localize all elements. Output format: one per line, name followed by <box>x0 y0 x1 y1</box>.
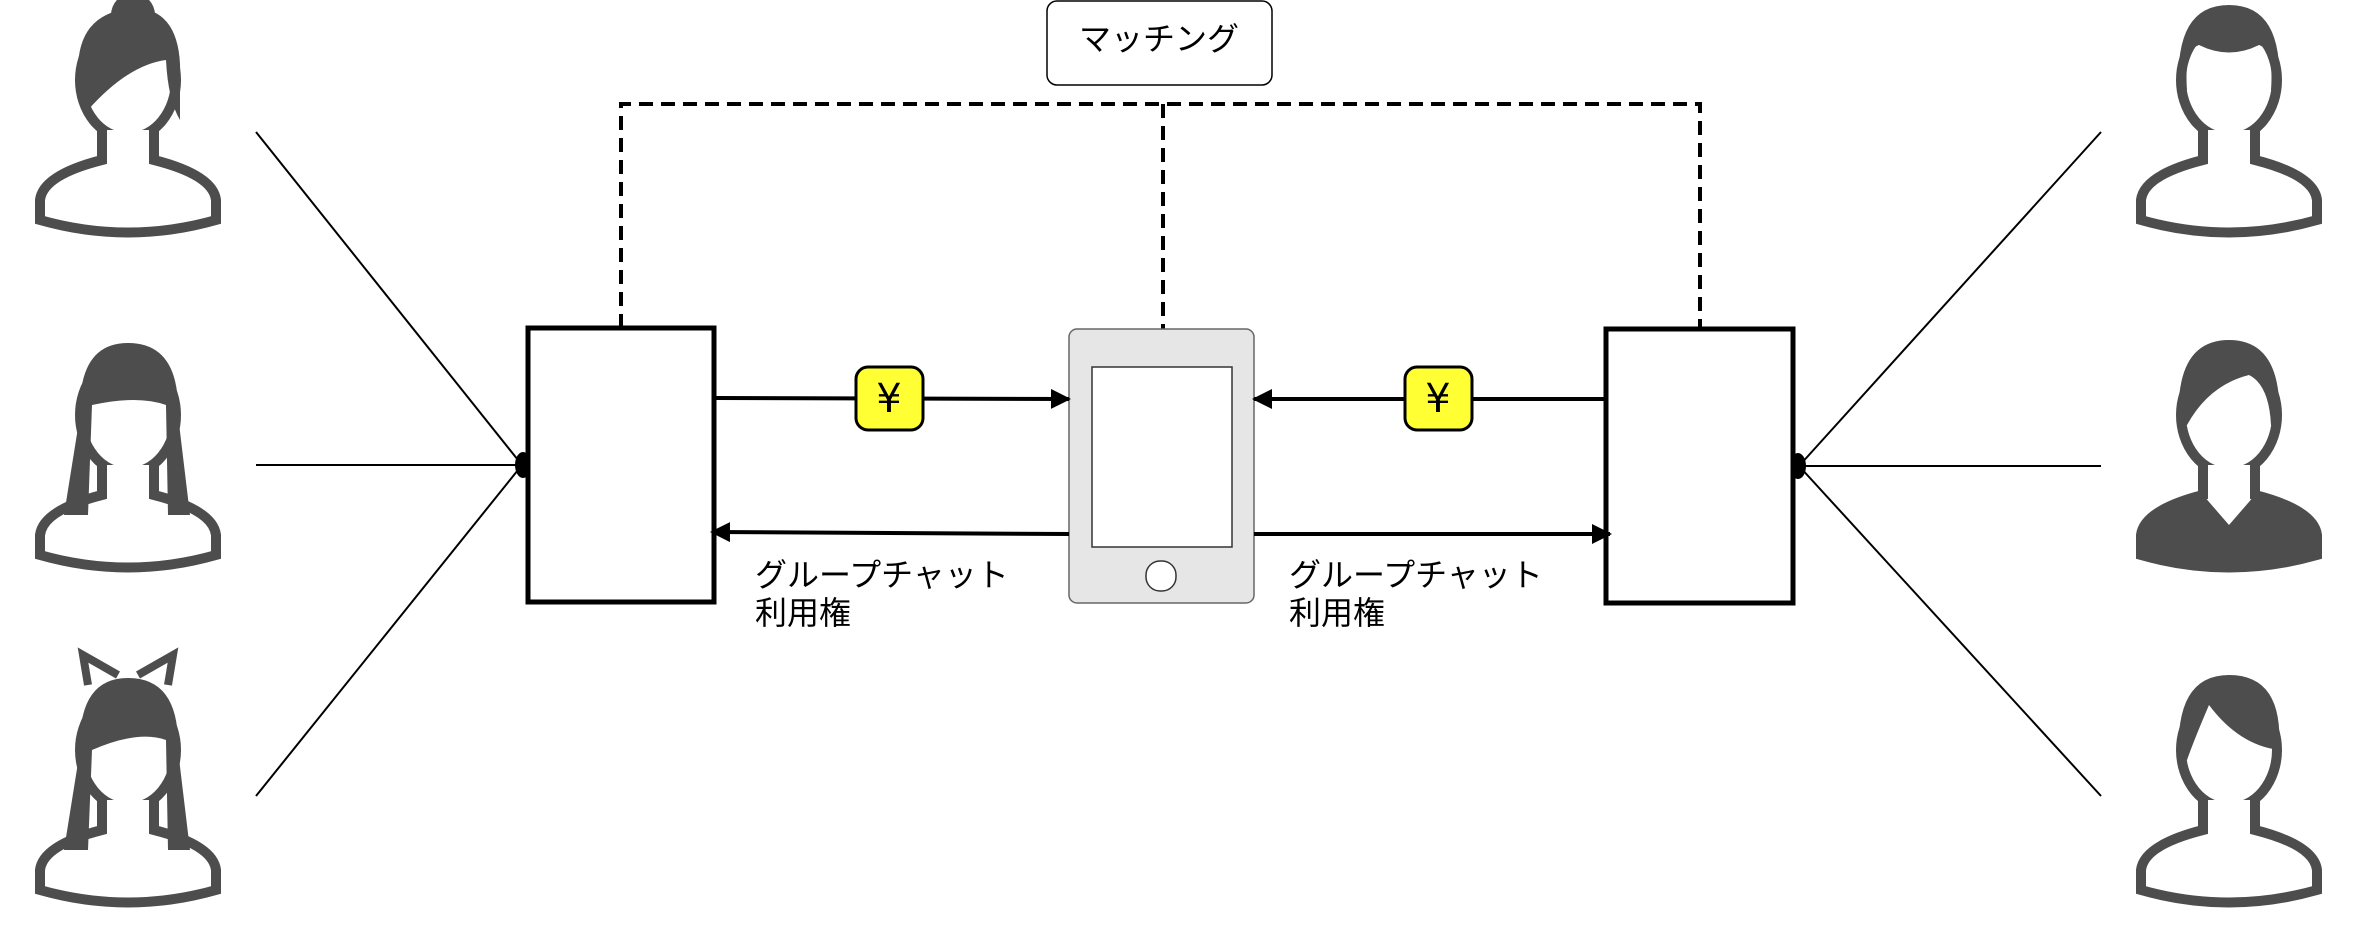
woman-icon <box>40 0 216 233</box>
man-icon <box>2141 5 2317 233</box>
left-platform-box <box>525 325 717 605</box>
left-label-line2: 利用権 <box>755 594 851 632</box>
left-fan-lines <box>255 131 523 797</box>
right-fan-lines <box>1798 131 2102 797</box>
right-label-line1: グループチャット <box>1289 556 1543 594</box>
matching-label: マッチング <box>1079 20 1239 58</box>
matching-box: マッチング <box>1046 0 1273 86</box>
yen-icon: ¥ <box>876 376 901 422</box>
yen-badge-right: ¥ <box>1403 365 1474 432</box>
smartphone-icon <box>1068 328 1255 604</box>
woman-long-hair-icon <box>40 343 216 568</box>
businessman-icon <box>2141 340 2317 568</box>
young-man-icon <box>2141 675 2317 903</box>
left-label-line1: グループチャット <box>755 556 1009 594</box>
girl-ribbon-icon <box>40 647 216 903</box>
yen-icon: ¥ <box>1425 376 1450 422</box>
yen-badge-left: ¥ <box>854 365 925 432</box>
right-label-line2: 利用権 <box>1289 594 1385 632</box>
phone-to-left-arrow <box>710 522 1070 543</box>
right-platform-box <box>1603 326 1796 606</box>
matching-connector <box>619 102 1702 329</box>
